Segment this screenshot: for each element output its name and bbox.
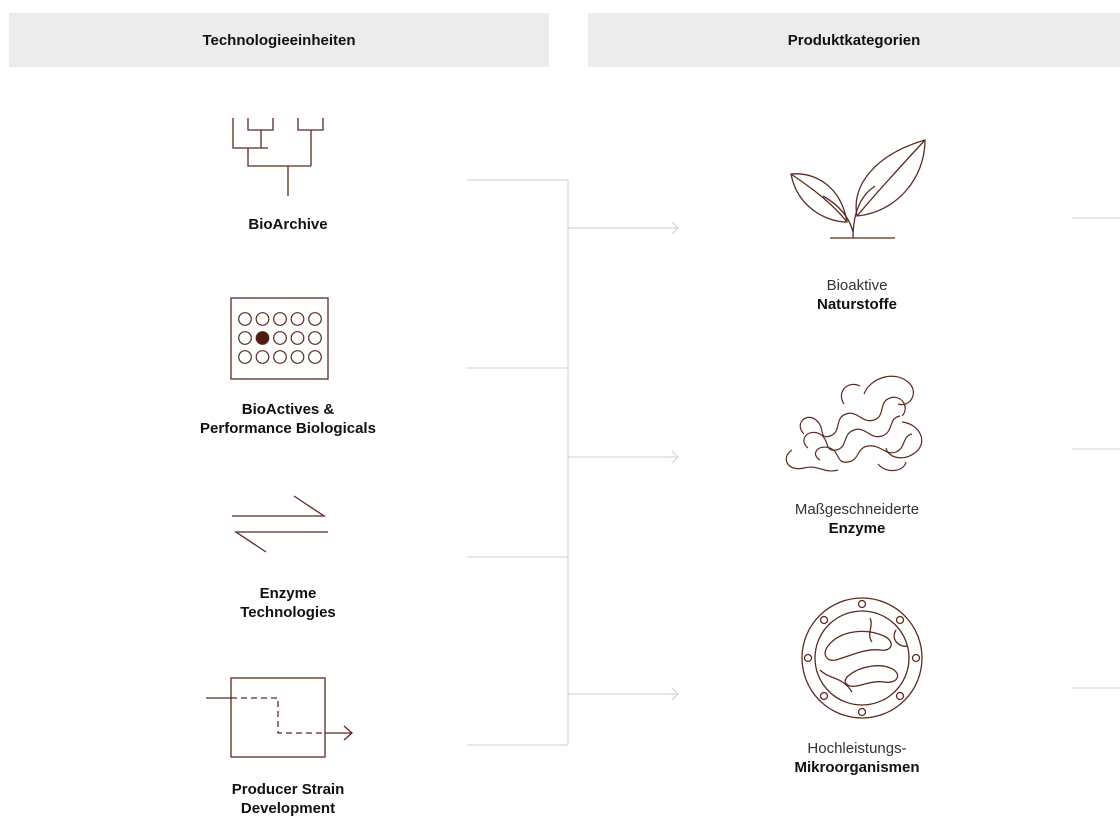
well-circle bbox=[238, 312, 252, 326]
products-header: Produktkategorien bbox=[588, 13, 1120, 67]
well-circle bbox=[255, 331, 270, 345]
product-label-mikroorganismen: Hochleistungs- Mikroorganismen bbox=[794, 740, 920, 776]
technologies-header: Technologieeinheiten bbox=[9, 13, 549, 67]
strain-box-icon bbox=[206, 677, 353, 758]
well-circle bbox=[255, 350, 270, 364]
product-label-naturstoffe: Bioaktive Naturstoffe bbox=[816, 277, 897, 313]
tree-branch-icon bbox=[232, 118, 324, 196]
well-circle bbox=[290, 350, 305, 364]
well-circle bbox=[273, 312, 287, 326]
well-circle bbox=[290, 331, 305, 345]
well-circle bbox=[238, 350, 252, 364]
well-circle bbox=[308, 312, 322, 326]
plant-sprout-icon bbox=[790, 139, 926, 239]
arrowhead-product-3 bbox=[671, 687, 679, 701]
arrowhead-product-1 bbox=[671, 221, 679, 235]
exchange-arrows-icon bbox=[232, 495, 328, 553]
well-circle bbox=[255, 312, 270, 326]
well-plate-icon bbox=[230, 297, 329, 380]
tech-label-bioarchive: BioArchive bbox=[248, 216, 328, 233]
well-circle bbox=[273, 350, 287, 364]
microorganism-porthole-icon bbox=[801, 597, 923, 719]
well-circle bbox=[238, 331, 252, 345]
well-circle bbox=[273, 331, 287, 345]
tech-label-bioactives: BioActives & Performance Biologicals bbox=[200, 401, 376, 437]
well-circle bbox=[308, 331, 322, 345]
tech-label-enzyme-technologies: Enzyme Technologies bbox=[240, 585, 336, 621]
well-circle bbox=[290, 312, 305, 326]
tech-label-producer-strain: Producer Strain Development bbox=[231, 781, 345, 817]
protein-structure-icon bbox=[785, 375, 923, 472]
product-label-enzyme: Maßgeschneiderte Enzyme bbox=[794, 501, 920, 537]
products-header-label: Produktkategorien bbox=[787, 31, 921, 49]
arrowhead-product-2 bbox=[671, 450, 679, 464]
technologies-header-label: Technologieeinheiten bbox=[202, 31, 356, 49]
well-circle bbox=[308, 350, 322, 364]
